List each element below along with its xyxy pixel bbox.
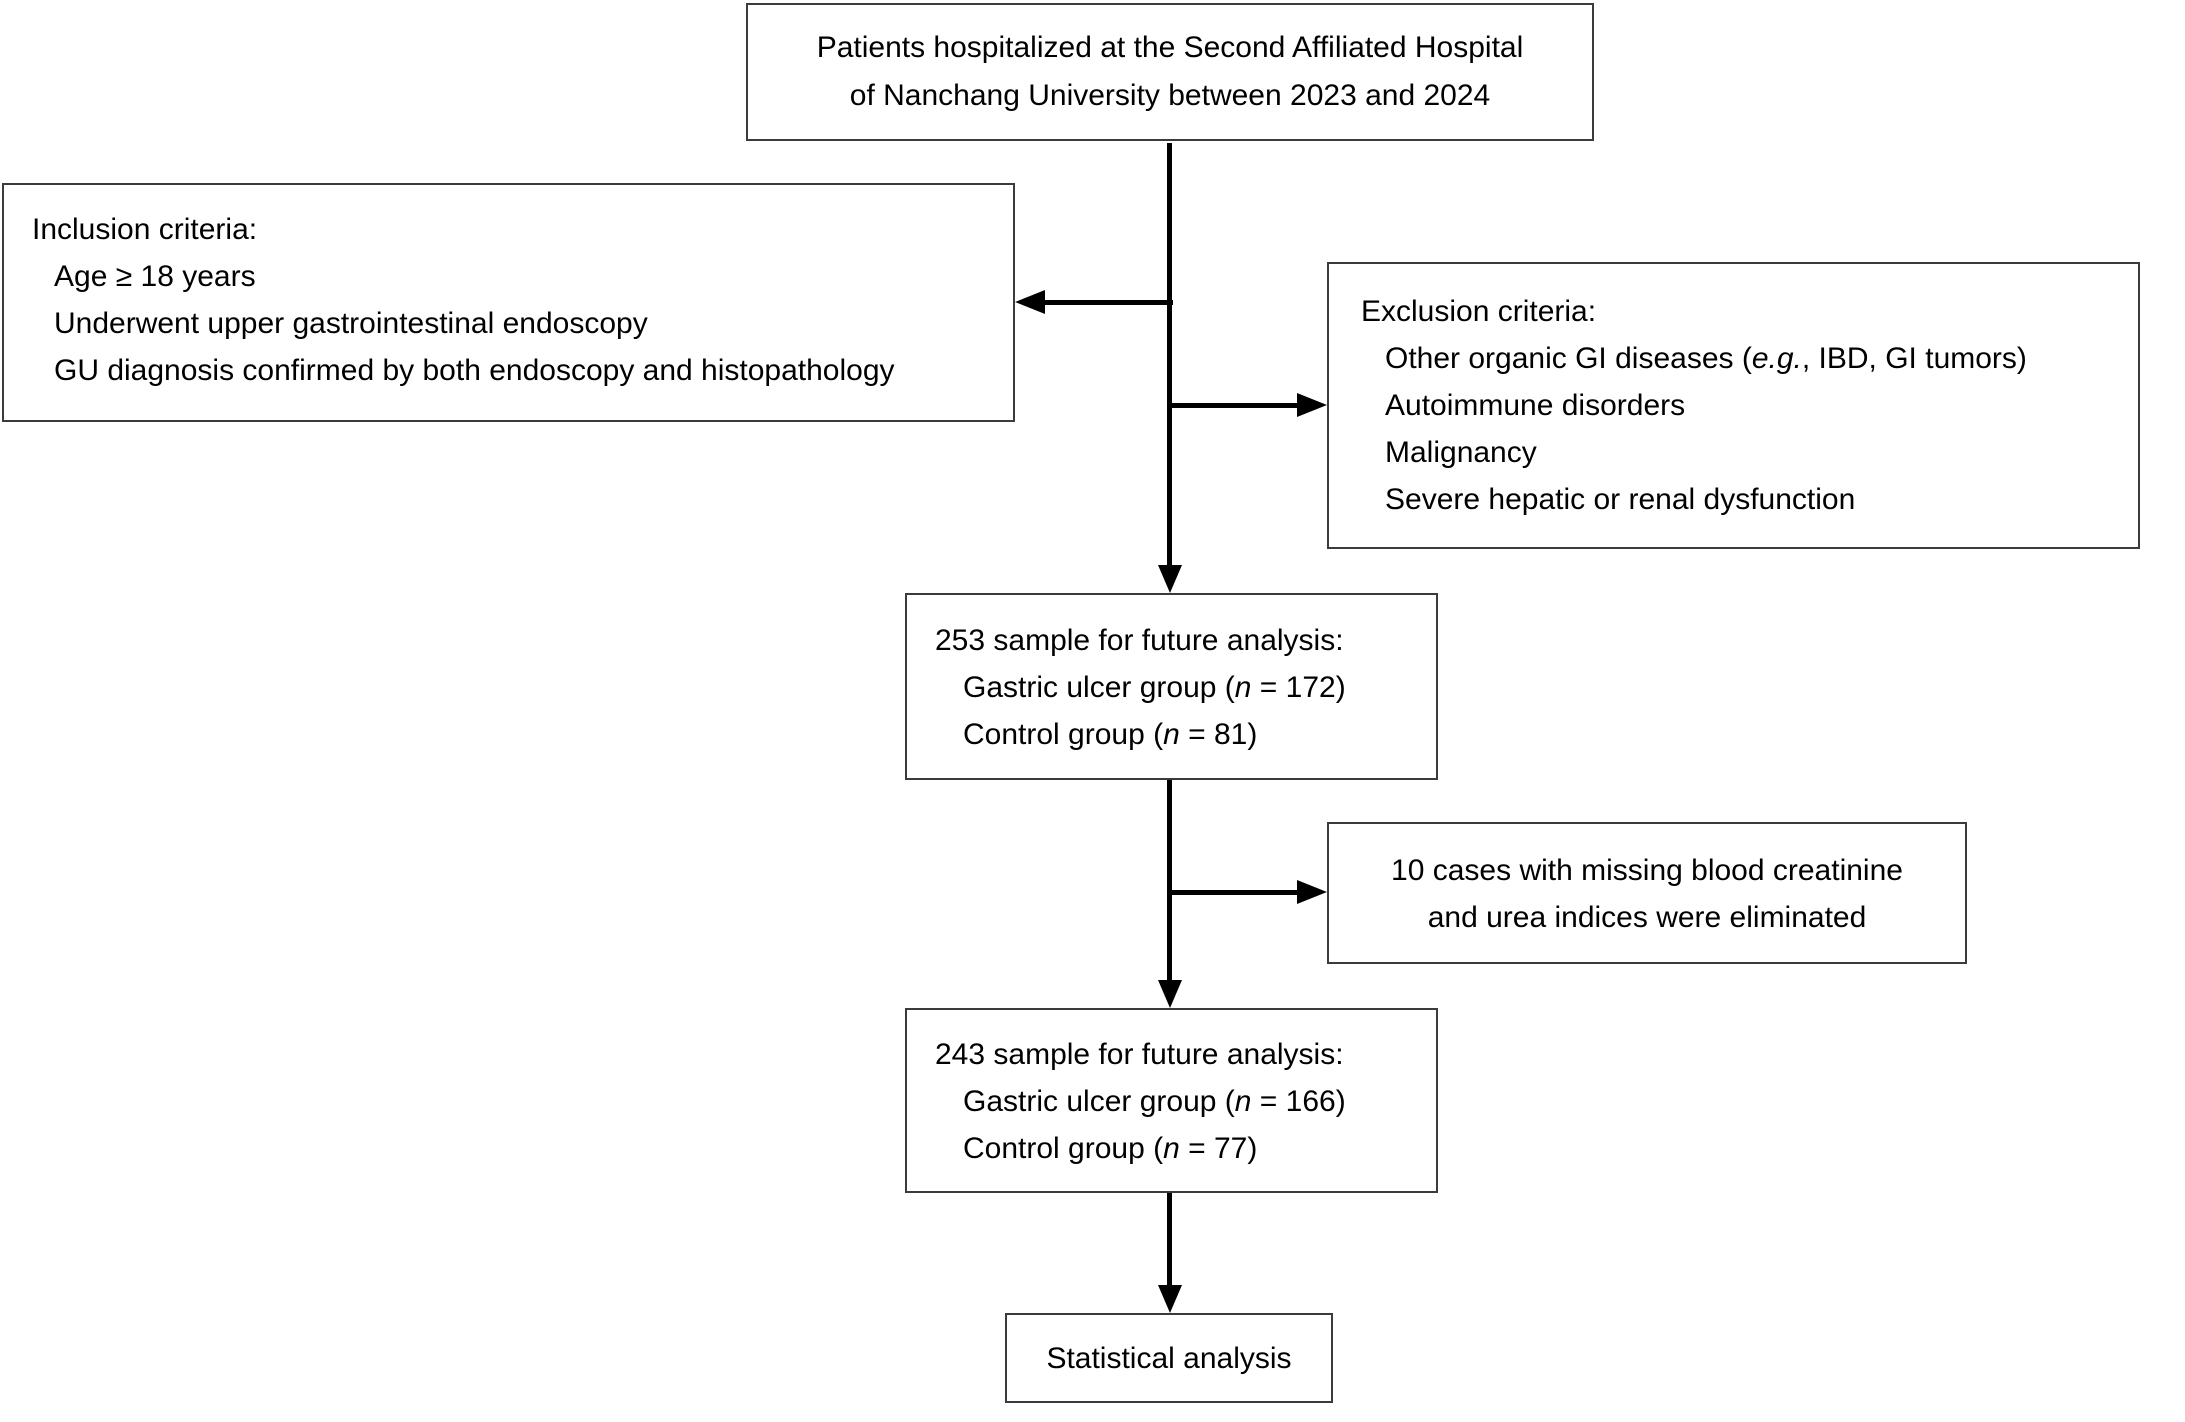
sample-243-gu-suffix: = 166) <box>1251 1085 1346 1118</box>
sample-243-gastric-ulcer-group: Gastric ulcer group (n = 166) <box>935 1078 1428 1125</box>
inclusion-criteria-box: Inclusion criteria: Age ≥ 18 years Under… <box>2 183 1015 422</box>
arrowhead-down-into-sample253 <box>1158 565 1182 593</box>
connector-to-inclusion <box>1045 300 1173 305</box>
sample-253-title: 253 sample for future analysis: <box>935 624 1344 657</box>
connector-sample243-to-statistical <box>1167 1193 1172 1285</box>
sample-253-gu-suffix: = 172) <box>1251 671 1346 704</box>
sample-253-gastric-ulcer-group: Gastric ulcer group (n = 172) <box>935 664 1428 711</box>
hospitalized-patients-box: Patients hospitalized at the Second Affi… <box>746 3 1594 141</box>
sample-243-control-group: Control group (n = 77) <box>935 1125 1428 1172</box>
arrowhead-right-into-exclusion <box>1297 393 1327 417</box>
connector-sample253-to-sample243 <box>1167 780 1172 980</box>
exclusion-item-other-gi-eg: e.g. <box>1751 342 1802 375</box>
sample-253-gu-n: n <box>1234 671 1252 704</box>
exclusion-item-other-gi-prefix: Other organic GI diseases ( <box>1385 342 1752 375</box>
sample-253-box: 253 sample for future analysis: Gastric … <box>905 593 1438 780</box>
exclusion-item-other-gi-suffix: , IBD, GI tumors) <box>1801 342 2027 375</box>
inclusion-criteria-title: Inclusion criteria: <box>32 213 258 246</box>
exclusion-criteria-title: Exclusion criteria: <box>1361 295 1597 328</box>
exclusion-item-autoimmune: Autoimmune disorders <box>1385 389 1686 422</box>
sample-253-ctrl-suffix: = 81) <box>1179 718 1258 751</box>
inclusion-item-age: Age ≥ 18 years <box>54 260 256 293</box>
exclusion-criteria-box: Exclusion criteria: Other organic GI dis… <box>1327 262 2140 549</box>
eliminated-cases-box: 10 cases with missing blood creatinine a… <box>1327 822 1967 964</box>
exclusion-item-other-gi: Other organic GI diseases (e.g., IBD, GI… <box>1361 335 2130 382</box>
inclusion-item-endoscopy: Underwent upper gastrointestinal endosco… <box>54 307 648 340</box>
eliminated-cases-line2: and urea indices were eliminated <box>1427 901 1867 934</box>
sample-253-ctrl-n: n <box>1163 718 1180 751</box>
sample-243-ctrl-prefix: Control group ( <box>963 1132 1164 1165</box>
sample-243-ctrl-n: n <box>1163 1132 1180 1165</box>
hospitalized-patients-line1: Patients hospitalized at the Second Affi… <box>816 31 1524 64</box>
exclusion-item-malignancy: Malignancy <box>1385 436 1537 469</box>
arrowhead-down-into-statistical <box>1158 1285 1182 1313</box>
eliminated-cases-line1: 10 cases with missing blood creatinine <box>1391 854 1903 887</box>
statistical-analysis-box: Statistical analysis <box>1005 1313 1333 1403</box>
sample-243-box: 243 sample for future analysis: Gastric … <box>905 1008 1438 1193</box>
statistical-analysis-label: Statistical analysis <box>1046 1341 1292 1375</box>
sample-243-title: 243 sample for future analysis: <box>935 1038 1344 1071</box>
sample-253-ctrl-prefix: Control group ( <box>963 718 1164 751</box>
connector-to-exclusion <box>1172 403 1297 408</box>
sample-253-gu-prefix: Gastric ulcer group ( <box>963 671 1235 704</box>
sample-243-gu-n: n <box>1234 1085 1252 1118</box>
arrowhead-left-into-inclusion <box>1015 290 1045 314</box>
inclusion-item-gu-diagnosis: GU diagnosis confirmed by both endoscopy… <box>54 354 895 387</box>
sample-243-ctrl-suffix: = 77) <box>1179 1132 1258 1165</box>
connector-top-to-sample253 <box>1167 143 1172 567</box>
hospitalized-patients-line2: of Nanchang University between 2023 and … <box>849 79 1491 112</box>
exclusion-item-hepatic-renal: Severe hepatic or renal dysfunction <box>1385 483 1856 516</box>
connector-to-eliminated <box>1172 890 1297 895</box>
sample-243-gu-prefix: Gastric ulcer group ( <box>963 1085 1235 1118</box>
arrowhead-down-into-sample243 <box>1158 980 1182 1008</box>
arrowhead-right-into-eliminated <box>1297 880 1327 904</box>
sample-253-control-group: Control group (n = 81) <box>935 711 1428 758</box>
